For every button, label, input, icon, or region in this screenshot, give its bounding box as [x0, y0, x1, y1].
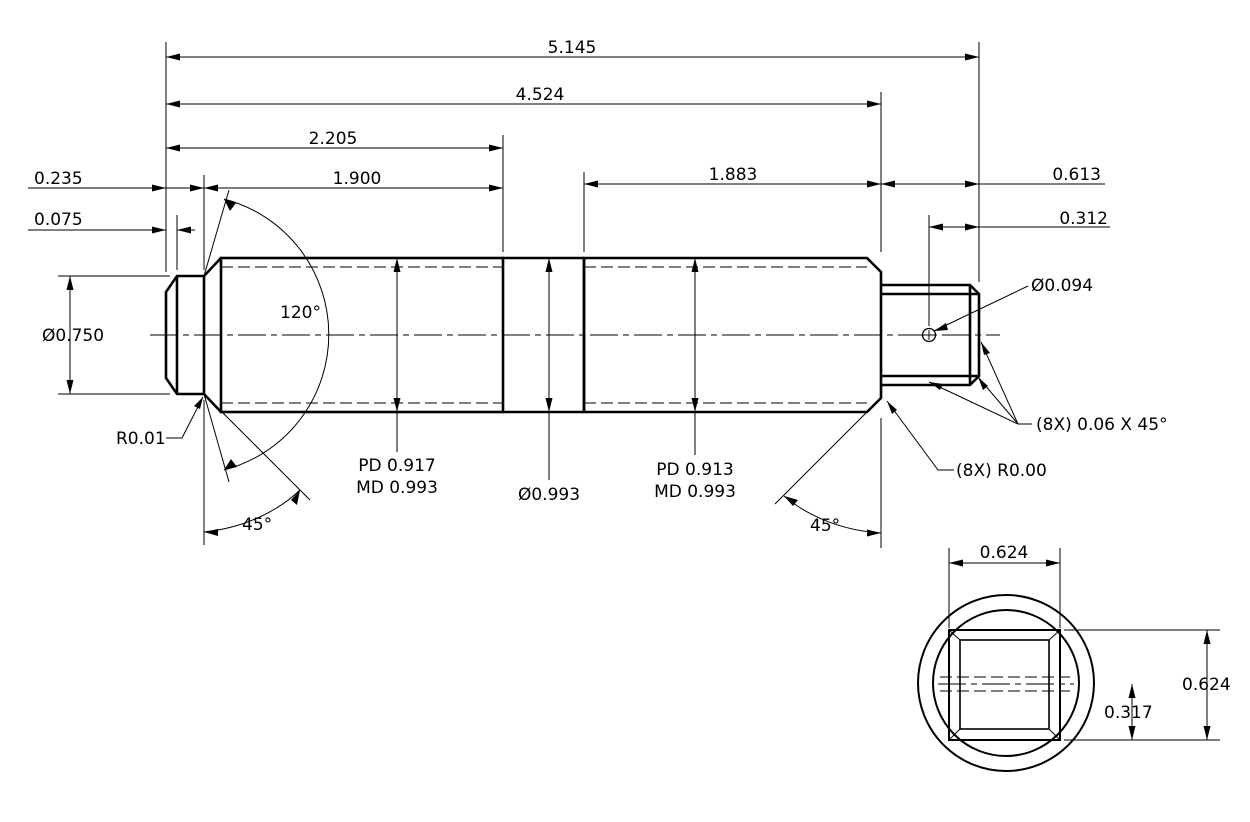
- dim-chamfer-position: 0.235: [34, 169, 83, 189]
- dim-left-major-diameter: MD 0.993: [356, 478, 438, 498]
- thread-hidden-lines: [221, 266, 867, 404]
- dim-point-angle: 120°: [280, 303, 321, 323]
- dim-square-width: 0.624: [980, 543, 1029, 563]
- dim-groove-start: 2.205: [309, 129, 358, 149]
- part-outline: [164, 256, 981, 414]
- dim-left-chamfer-angle: 45°: [242, 515, 272, 535]
- note-edge-chamfer: (8X) 0.06 X 45°: [1036, 415, 1168, 435]
- dim-pilot-diameter: Ø0.750: [42, 326, 104, 346]
- end-view: [917, 548, 1220, 772]
- leaders: [166, 285, 1032, 471]
- dim-hole-position: 0.312: [1059, 209, 1108, 229]
- left-thread-body: [219, 256, 505, 414]
- dim-tang-length: 0.613: [1052, 165, 1101, 185]
- dim-right-pitch-diameter: PD 0.913: [656, 460, 733, 480]
- dimension-labels: 5.145 4.524 2.205 1.900 1.883 0.235 0.07…: [34, 38, 1231, 723]
- note-edge-radius: (8X) R0.00: [956, 461, 1047, 481]
- dim-right-major-diameter: MD 0.993: [654, 482, 736, 502]
- chamfer-upper: [203, 257, 222, 277]
- angle-dimensions: [203, 189, 882, 537]
- cross-hole: [921, 327, 937, 343]
- square-tang: [881, 283, 981, 387]
- dim-left-thread-length: 1.900: [333, 169, 382, 189]
- dim-end-offset: 0.075: [34, 210, 83, 230]
- dim-hole-offset: 0.317: [1104, 703, 1153, 723]
- dim-square-height: 0.624: [1182, 675, 1231, 695]
- dim-right-thread-length: 1.883: [709, 165, 758, 185]
- dim-body-length: 4.524: [516, 85, 565, 105]
- dim-left-pitch-diameter: PD 0.917: [358, 456, 435, 476]
- dim-tip-radius: R0.01: [116, 429, 166, 449]
- dim-right-chamfer-angle: 45°: [810, 516, 840, 536]
- dimension-lines: [28, 53, 1110, 480]
- dim-hole-diameter: Ø0.094: [1031, 276, 1093, 296]
- extension-lines: [58, 42, 980, 548]
- dim-overall-length: 5.145: [548, 38, 597, 58]
- dim-groove-diameter: Ø0.993: [518, 485, 580, 505]
